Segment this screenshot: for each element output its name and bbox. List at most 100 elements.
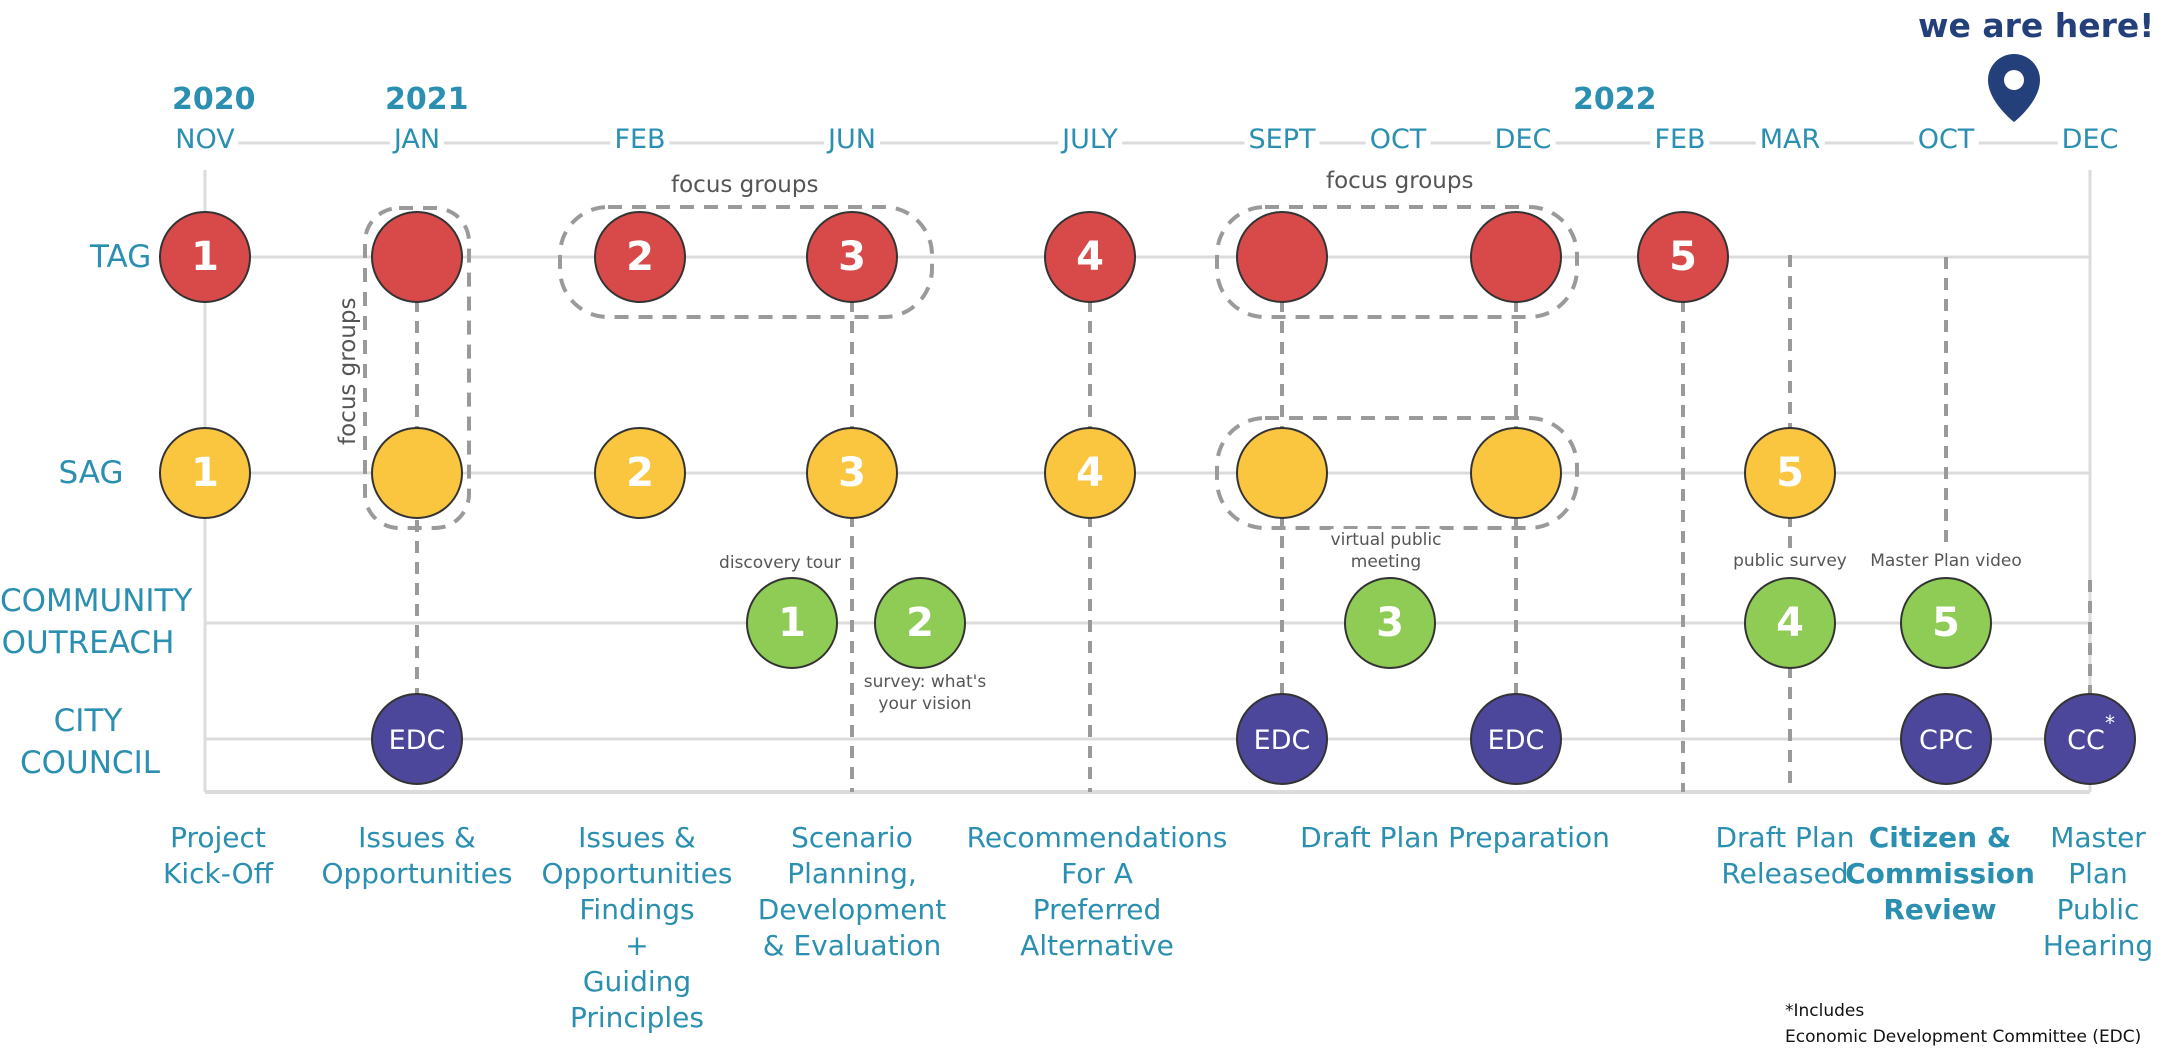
month-label: MAR [1755, 124, 1825, 155]
note-discovery-tour: discovery tour [719, 552, 841, 574]
phase-issues-opportunities: Issues & Opportunities [321, 820, 512, 892]
phase-text: Citizen & [1868, 821, 2012, 854]
council-node [371, 693, 463, 785]
node-label: 5 [1776, 450, 1804, 496]
note-public-survey: public survey [1733, 550, 1847, 572]
node-label: 5 [1669, 234, 1697, 280]
year-label: 2020 [172, 82, 256, 117]
tag-node [159, 211, 251, 303]
tag-node [371, 211, 463, 303]
node-label: 4 [1076, 234, 1104, 280]
community-node [1900, 577, 1992, 669]
phase-text: Kick-Off [163, 857, 273, 890]
phase-text: Plan [2068, 857, 2128, 890]
row-label-text: OUTREACH [1, 625, 175, 661]
tag-node [1044, 211, 1136, 303]
sag-nodes [159, 427, 1836, 519]
node-label: EDC [389, 725, 446, 756]
focus-group-boxes [363, 205, 1579, 530]
phase-text: Findings [579, 893, 695, 926]
row-label-sag: SAG [56, 452, 126, 494]
phase-text: Review [1883, 893, 1997, 926]
row-label-text: SAG [58, 455, 124, 491]
tag-node [594, 211, 686, 303]
note-text: your vision [878, 694, 972, 714]
sag-node [594, 427, 686, 519]
month-label: JAN [389, 124, 445, 155]
row-label-text: CITY [53, 703, 123, 739]
node-label: CPC [1919, 725, 1973, 756]
node-label: 2 [626, 450, 654, 496]
node-label: 3 [838, 450, 866, 496]
focus-group-box-sept-dec-sag [1215, 416, 1579, 530]
node-label: EDC [1488, 725, 1545, 756]
phase-text: Draft Plan Preparation [1300, 821, 1610, 854]
tag-node [806, 211, 898, 303]
note-text: virtual public [1330, 530, 1442, 550]
phase-recommendations: Recommendations For A Preferred Alternat… [967, 820, 1228, 964]
community-node [1744, 577, 1836, 669]
sag-node [1236, 427, 1328, 519]
phase-text: Planning, [787, 857, 917, 890]
phase-text: Opportunities [541, 857, 733, 890]
row-label-text: COMMUNITY [0, 583, 193, 619]
note-text: public survey [1733, 551, 1847, 571]
focus-groups-label: focus groups [665, 172, 825, 198]
row-label-text: COUNCIL [20, 745, 160, 781]
council-node [1236, 693, 1328, 785]
sag-node [371, 427, 463, 519]
month-label: FEB [1650, 124, 1710, 155]
year-label: 2022 [1573, 82, 1657, 117]
phase-scenario-planning: Scenario Planning, Development & Evaluat… [758, 820, 947, 964]
focus-group-box-jan [363, 206, 471, 530]
tag-nodes [159, 211, 1729, 303]
sag-node [159, 427, 251, 519]
phase-text: For A [1061, 857, 1133, 890]
node-label: 4 [1076, 450, 1104, 496]
community-node [874, 577, 966, 669]
we-are-here-label: we are here! [1918, 6, 2155, 45]
phase-findings-guiding-principles: Issues & Opportunities Findings + Guidin… [541, 820, 732, 1036]
note-text: Master Plan video [1870, 551, 2022, 571]
footnote-text: *Includes [1785, 1001, 1865, 1021]
footnote-text: Economic Development Committee (EDC) [1785, 1027, 2142, 1047]
month-label: FEB [610, 124, 670, 155]
sag-node [1744, 427, 1836, 519]
node-label: 2 [906, 600, 934, 646]
phase-text: Project [170, 821, 266, 854]
phase-draft-plan-released: Draft Plan Released [1715, 820, 1854, 892]
sag-node [1470, 427, 1562, 519]
phase-text: Hearing [2042, 929, 2154, 962]
phase-text: Development [757, 893, 947, 926]
node-label: 5 [1932, 600, 1960, 646]
phase-text: Recommendations [966, 821, 1228, 854]
tag-node [1637, 211, 1729, 303]
focus-groups-label-vertical: focus groups [335, 298, 361, 445]
sag-node [806, 427, 898, 519]
month-label: JULY [1058, 124, 1122, 155]
phase-text: + [625, 929, 649, 962]
community-node [746, 577, 838, 669]
tag-node [1236, 211, 1328, 303]
node-label: 1 [778, 600, 806, 646]
row-label-text: TAG [90, 239, 152, 275]
node-label: 2 [626, 234, 654, 280]
phase-text: Opportunities [321, 857, 513, 890]
phase-text: Preferred [1032, 893, 1162, 926]
month-label: DEC [1490, 124, 1556, 155]
phase-text: Public [2056, 893, 2140, 926]
phase-text: Issues & [578, 821, 696, 854]
community-nodes [746, 577, 1992, 669]
node-label: 3 [838, 234, 866, 280]
note-virtual-public-meeting: virtual public meeting [1330, 529, 1442, 573]
focus-groups-label: focus groups [1320, 168, 1480, 194]
note-text: survey: what's [863, 672, 987, 692]
sag-node [1044, 427, 1136, 519]
row-label-city-council: CITY COUNCIL [20, 700, 160, 784]
node-label: 4 [1776, 600, 1804, 646]
node-label: 1 [191, 450, 219, 496]
month-label: OCT [1913, 124, 1979, 155]
council-node [1470, 693, 1562, 785]
